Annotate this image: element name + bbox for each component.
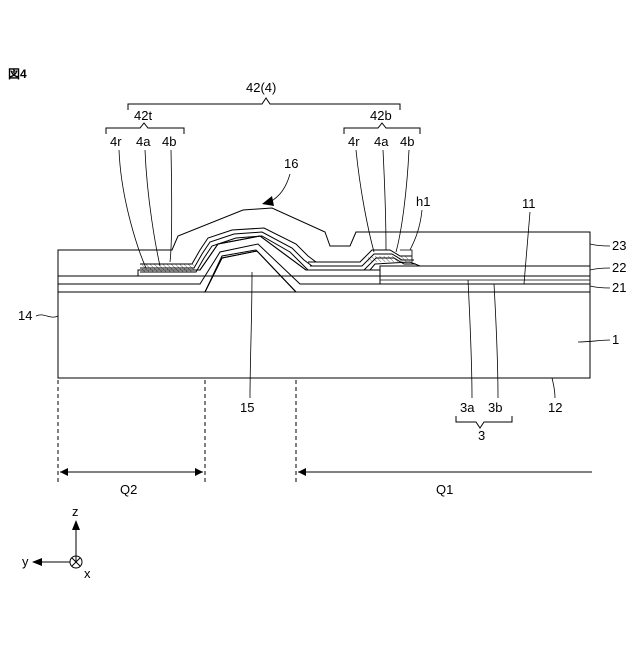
label-15: 15 <box>240 400 254 415</box>
leader-21 <box>590 286 610 288</box>
leader-1 <box>578 340 610 342</box>
axis-y-label: y <box>22 554 29 569</box>
label-42-4: 42(4) <box>246 80 276 95</box>
label-16: 16 <box>284 156 298 171</box>
axis-x-label: x <box>84 566 91 581</box>
label-left-4a: 4a <box>136 134 151 149</box>
label-12: 12 <box>548 400 562 415</box>
label-22: 22 <box>612 260 626 275</box>
core-15 <box>205 251 296 292</box>
leaders-right <box>356 150 409 252</box>
label-1: 1 <box>612 332 619 347</box>
label-q1: Q1 <box>436 482 453 497</box>
label-23: 23 <box>612 238 626 253</box>
arrow-16 <box>262 174 290 206</box>
axes-indicator <box>32 520 82 568</box>
layer-3 <box>380 276 590 284</box>
layer-21 <box>58 244 590 292</box>
leader-23 <box>590 244 610 246</box>
leader-12 <box>552 378 555 398</box>
axis-z-label: z <box>72 504 79 519</box>
brace-42-4 <box>128 98 400 110</box>
leader-14 <box>36 315 58 317</box>
leader-22 <box>590 268 610 270</box>
label-14: 14 <box>18 308 32 323</box>
substrate-1 <box>58 250 590 378</box>
region-q1-arrow <box>298 468 592 476</box>
label-right-4b: 4b <box>400 134 414 149</box>
label-42b: 42b <box>370 108 392 123</box>
leader-3a <box>468 280 472 398</box>
label-3: 3 <box>478 428 485 443</box>
label-21: 21 <box>612 280 626 295</box>
wiring-42b <box>308 250 416 270</box>
label-left-4b: 4b <box>162 134 176 149</box>
region-q2-arrow <box>60 468 203 476</box>
label-q2: Q2 <box>120 482 137 497</box>
brace-42b <box>344 123 420 134</box>
label-42t: 42t <box>134 108 152 123</box>
leader-h1 <box>410 210 422 250</box>
brace-42t <box>106 123 184 134</box>
label-3b: 3b <box>488 400 502 415</box>
label-right-4a: 4a <box>374 134 389 149</box>
leader-11 <box>524 212 530 284</box>
label-h1: h1 <box>416 194 430 209</box>
label-11: 11 <box>522 196 536 211</box>
figure-label: 図4 <box>8 67 27 81</box>
label-left-4r: 4r <box>110 134 122 149</box>
leader-3b <box>494 284 498 398</box>
label-3a: 3a <box>460 400 475 415</box>
brace-3 <box>456 416 512 428</box>
label-right-4r: 4r <box>348 134 360 149</box>
